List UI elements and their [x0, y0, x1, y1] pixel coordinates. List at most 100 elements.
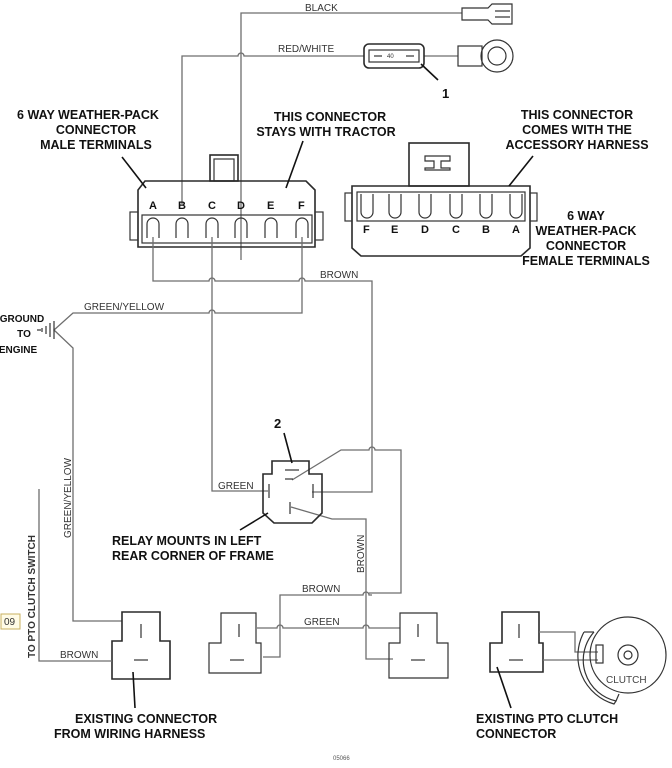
callout-stays-with-tractor: THIS CONNECTOR STAYS WITH TRACTOR	[256, 110, 395, 139]
svg-text:6 WAY: 6 WAY	[567, 209, 605, 223]
callout-existing-connector: EXISTING CONNECTOR FROM WIRING HARNESS	[54, 712, 217, 741]
brown-pto-wire	[38, 489, 112, 662]
svg-text:GROUND: GROUND	[0, 314, 44, 325]
wire-label-green-relay: GREEN	[218, 481, 254, 492]
relay-brown-return	[312, 448, 373, 493]
pin-label: B	[482, 224, 490, 236]
pin-terminal	[175, 217, 189, 238]
pin-label: B	[178, 200, 186, 212]
pin-label: F	[298, 200, 305, 212]
female-pin: E	[388, 194, 402, 236]
pin-terminal	[264, 217, 278, 238]
svg-text:CONNECTOR: CONNECTOR	[546, 239, 626, 253]
male-pin: E	[264, 200, 278, 238]
svg-text:ACCESSORY HARNESS: ACCESSORY HARNESS	[505, 138, 648, 152]
fuse-rating: 40	[387, 54, 394, 60]
red-white-wire	[181, 52, 364, 204]
spade-terminal-icon	[461, 3, 513, 25]
existing-connector-leader	[132, 671, 136, 709]
green-relay-wire	[211, 237, 268, 492]
pin-terminal	[449, 194, 463, 219]
pin-label: F	[363, 224, 370, 236]
wire-label-green-yellow-vertical: GREEN/YELLOW	[63, 457, 74, 538]
male-pin: D	[234, 200, 248, 238]
wire-label-green-yellow: GREEN/YELLOW	[84, 302, 165, 313]
adapter-connector-right	[388, 612, 449, 679]
item-number-2: 2	[274, 416, 281, 431]
male-pin: C	[205, 200, 219, 238]
callout-female-connector: 6 WAY WEATHER-PACK CONNECTOR FEMALE TERM…	[522, 209, 650, 268]
relay-feed-wire	[291, 446, 402, 594]
callout-relay-mount: RELAY MOUNTS IN LEFT REAR CORNER OF FRAM…	[112, 534, 274, 563]
male-connector-leader	[121, 156, 147, 189]
female-pin: C	[449, 194, 463, 236]
svg-text:CONNECTOR: CONNECTOR	[476, 727, 556, 741]
svg-text:STAYS WITH TRACTOR: STAYS WITH TRACTOR	[256, 125, 395, 139]
pin-terminal	[418, 194, 432, 219]
pin-label: D	[421, 224, 429, 236]
pin-terminal	[509, 194, 523, 219]
relay-brown-down	[290, 506, 367, 625]
female-pin: A	[509, 194, 523, 236]
label-to-pto-switch: TO PTO CLUTCH SWITCH	[27, 535, 38, 658]
wire-label-brown-top: BROWN	[320, 270, 358, 281]
male-pin: F	[295, 200, 309, 238]
pin-terminal	[360, 194, 374, 219]
pin-label: A	[149, 200, 157, 212]
black-wire	[240, 12, 462, 260]
svg-text:TO: TO	[17, 329, 31, 340]
pin-label: D	[237, 200, 245, 212]
tractor-connector-leader	[285, 140, 304, 189]
male-pin: A	[146, 200, 160, 238]
clutch-wire-upper	[539, 631, 598, 653]
green-bottom-wire	[257, 624, 400, 629]
pto-clutch-connector	[489, 611, 544, 673]
svg-text:MALE TERMINALS: MALE TERMINALS	[40, 138, 152, 152]
pto-clutch-icon: CLUTCH	[577, 616, 667, 705]
relay	[262, 460, 323, 524]
fuse: 40	[363, 43, 425, 69]
existing-harness-connector	[111, 611, 171, 680]
female-pin: B	[479, 194, 493, 236]
adapter-connector-left	[208, 612, 262, 674]
svg-text:FEMALE TERMINALS: FEMALE TERMINALS	[522, 254, 650, 268]
page-marker: 09	[0, 613, 21, 630]
callout-male-connector: 6 WAY WEATHER-PACK CONNECTOR MALE TERMIN…	[17, 108, 159, 152]
pin-terminal	[146, 217, 160, 238]
wire-label-black: BLACK	[305, 3, 338, 14]
wire-label-brown-pto: BROWN	[60, 650, 98, 661]
pin-label: A	[512, 224, 520, 236]
svg-text:EXISTING CONNECTOR: EXISTING CONNECTOR	[75, 712, 217, 726]
svg-text:REAR CORNER OF FRAME: REAR CORNER OF FRAME	[112, 549, 274, 563]
wire-label-brown-vertical: BROWN	[356, 535, 367, 573]
svg-text:CONNECTOR: CONNECTOR	[56, 123, 136, 137]
figure-reference: 05066	[333, 756, 350, 762]
relay-leader	[283, 432, 293, 464]
svg-text:09: 09	[4, 617, 16, 628]
male-weatherpack-connector: A B C D E F	[129, 154, 324, 248]
callout-existing-pto: EXISTING PTO CLUTCH CONNECTOR	[476, 712, 618, 741]
brown-down-to-connector	[365, 625, 393, 660]
pin-terminal	[479, 194, 493, 219]
svg-text:THIS CONNECTOR: THIS CONNECTOR	[521, 108, 633, 122]
clutch-label: CLUTCH	[606, 675, 647, 686]
brown-bus-wire	[152, 237, 373, 448]
ring-terminal-icon	[457, 39, 514, 73]
pin-label: E	[267, 200, 274, 212]
item-number-1: 1	[442, 86, 449, 101]
pin-terminal	[388, 194, 402, 219]
female-pin: D	[418, 194, 432, 236]
ground-icon	[37, 321, 55, 339]
wire-label-green-bottom: GREEN	[304, 617, 340, 628]
svg-text:COMES WITH THE: COMES WITH THE	[522, 123, 632, 137]
callout-ground: GROUND TO ENGINE	[0, 314, 44, 356]
harness-connector-leader	[508, 155, 534, 187]
svg-text:FROM WIRING HARNESS: FROM WIRING HARNESS	[54, 727, 205, 741]
wire-label-red-white: RED/WHITE	[278, 44, 334, 55]
svg-text:THIS CONNECTOR: THIS CONNECTOR	[274, 110, 386, 124]
green-yellow-wire	[53, 237, 303, 622]
svg-text:ENGINE: ENGINE	[0, 345, 37, 356]
pin-terminal	[205, 217, 219, 238]
male-pin: B	[175, 200, 189, 238]
